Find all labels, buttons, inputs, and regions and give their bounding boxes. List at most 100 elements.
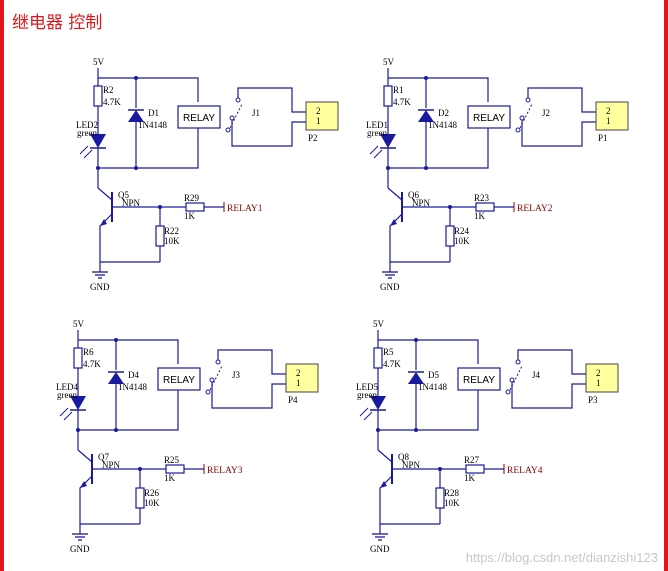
resistor-r-base [165, 464, 185, 474]
net-label: RELAY4 [507, 466, 543, 476]
resistor-r-led [73, 347, 83, 369]
diode-value: 1N4148 [138, 120, 167, 130]
relay-ref: J1 [252, 108, 260, 118]
transistor-emitter-arrow [100, 219, 107, 226]
transistor-type: NPN [412, 198, 431, 208]
transistor-ref: Q7 [98, 452, 109, 462]
relay-coil [177, 105, 221, 129]
r-pd-ref: R26 [144, 488, 160, 498]
wire [77, 390, 179, 431]
led-arrow [59, 407, 69, 417]
resistor-r-led [373, 347, 383, 369]
wire [389, 213, 450, 263]
r-led-ref: R5 [383, 347, 394, 357]
transistor-type: NPN [122, 198, 141, 208]
relay-contact [519, 115, 525, 121]
junction-dot [424, 166, 428, 170]
sheet-border-left [0, 0, 4, 571]
r-led-value: 4.7K [83, 359, 101, 369]
resistor-r-base [185, 202, 205, 212]
transistor-type: NPN [402, 460, 421, 470]
wire [517, 349, 586, 375]
connector-pin: 1 [606, 116, 611, 126]
relay-contact [515, 127, 521, 133]
junction-dot [424, 76, 428, 80]
led-color: green [357, 390, 377, 400]
relay-switch [229, 103, 243, 129]
junction-dot [414, 338, 418, 342]
relay-label: RELAY [163, 375, 195, 386]
r-base-value: 1K [184, 211, 196, 221]
wire [79, 475, 140, 525]
led-color: green [57, 390, 77, 400]
led-symbol [380, 134, 396, 148]
relay-contact [209, 377, 215, 383]
led-symbol [90, 134, 106, 148]
led-arrow [373, 149, 383, 159]
resistor-r-base [475, 202, 495, 212]
connector-ref: P2 [308, 133, 318, 143]
diode-symbol [408, 372, 424, 384]
relay-ref: J2 [542, 108, 550, 118]
wire [387, 187, 403, 201]
connector-pin: 2 [606, 106, 611, 116]
wire [77, 449, 93, 463]
relay-contact [505, 389, 511, 395]
vcc-label: 5V [373, 319, 385, 329]
wire [97, 187, 113, 201]
connector-body [305, 101, 339, 131]
led-ref: LED4 [56, 382, 78, 392]
led-arrow [63, 411, 73, 421]
transistor-emitter-arrow [390, 219, 397, 226]
vcc-label: 5V [93, 57, 105, 67]
wire [98, 77, 199, 102]
relay-contact [229, 115, 235, 121]
diode-symbol [128, 110, 144, 122]
resistor-r-led [383, 85, 393, 107]
r-led-ref: R1 [393, 85, 404, 95]
connector-body [285, 363, 319, 393]
led-arrow [79, 145, 89, 155]
connector-body [595, 101, 629, 131]
r-base-ref: R27 [464, 455, 480, 465]
r-led-value: 4.7K [103, 97, 121, 107]
r-pd-ref: R24 [454, 226, 470, 236]
wire [388, 77, 489, 102]
resistor-r-led [93, 85, 103, 107]
watermark: https://blog.csdn.net/dianzishi123 [465, 550, 658, 565]
connector-pin: 2 [596, 368, 601, 378]
vcc-label: 5V [383, 57, 395, 67]
r-pd-value: 10K [454, 236, 470, 246]
diode-value: 1N4148 [418, 382, 447, 392]
transistor-emitter-arrow [380, 481, 387, 488]
wire [379, 475, 440, 525]
transistor-type: NPN [102, 460, 121, 470]
wire [97, 128, 199, 169]
wire [521, 118, 596, 147]
relay-contact [515, 359, 521, 365]
junction-dot [114, 338, 118, 342]
wire [377, 449, 393, 463]
transistor-ref: Q8 [398, 452, 409, 462]
gnd-label: GND [380, 282, 400, 292]
gnd-label: GND [370, 544, 390, 554]
led-symbol [370, 396, 386, 410]
vcc-label: 5V [73, 319, 85, 329]
r-led-ref: R6 [83, 347, 94, 357]
wire [511, 380, 586, 409]
relay-coil [157, 367, 201, 391]
connector-pin: 1 [296, 378, 301, 388]
relay-coil [467, 105, 511, 129]
led-ref: LED5 [356, 382, 378, 392]
connector-ref: P1 [598, 133, 608, 143]
r-base-value: 1K [474, 211, 486, 221]
diode-ref: D2 [438, 108, 449, 118]
transistor-emitter-arrow [80, 481, 87, 488]
wire [217, 349, 286, 375]
r-base-ref: R23 [474, 193, 490, 203]
wire [378, 339, 479, 364]
junction-dot [414, 428, 418, 432]
